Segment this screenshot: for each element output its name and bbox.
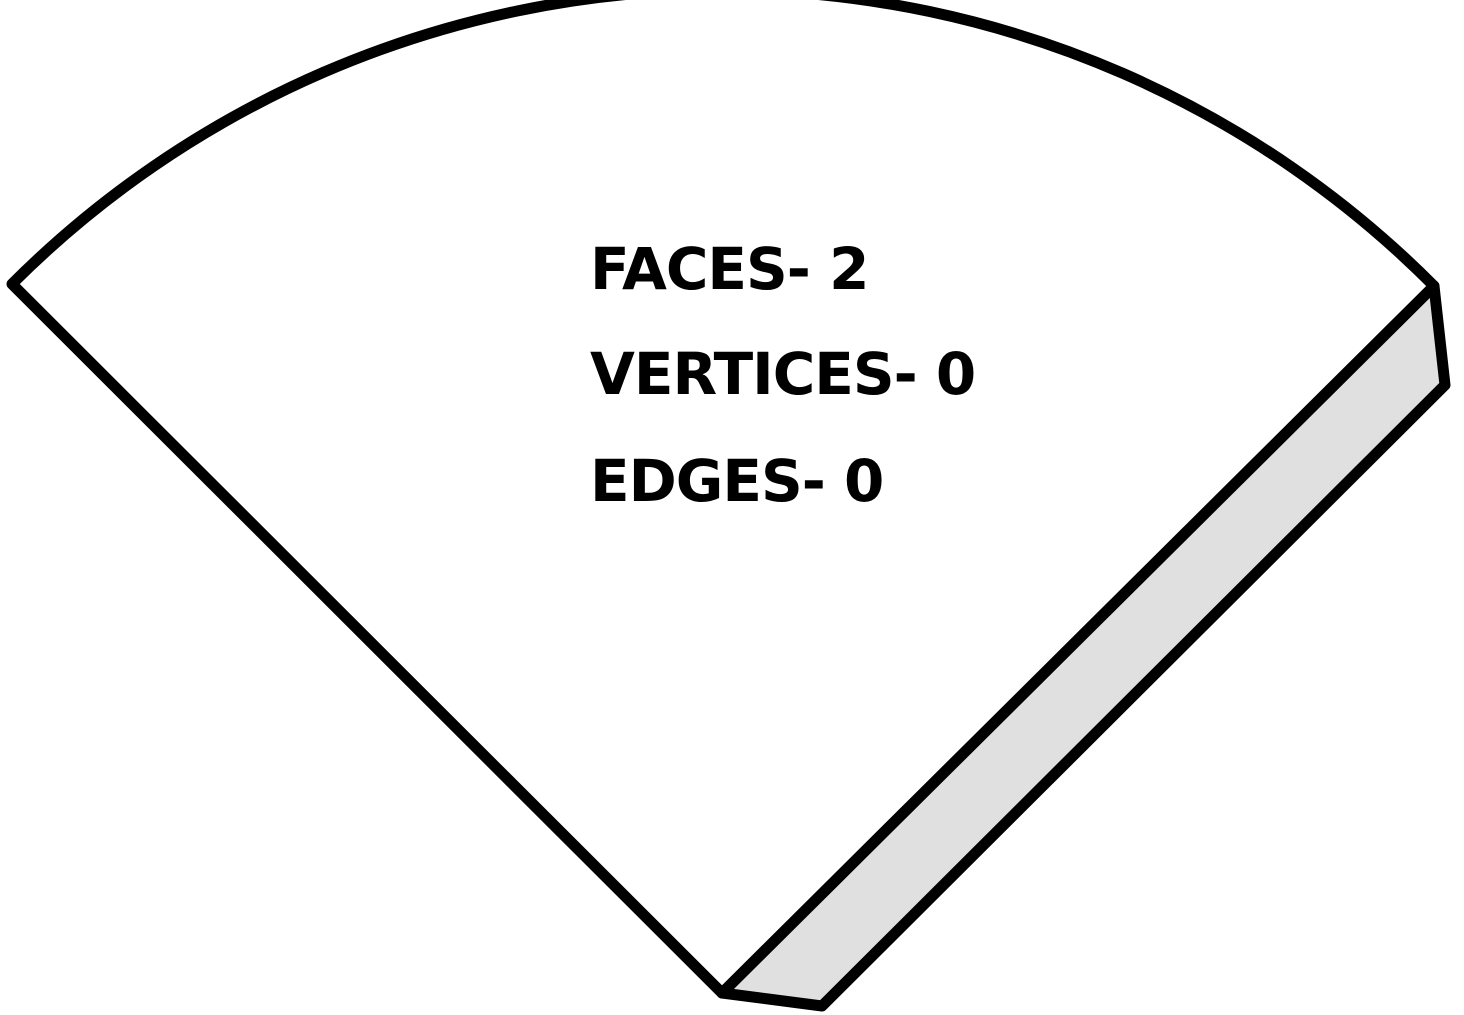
vertices-label: VERTICES- 0 [590, 340, 975, 408]
edges-label: EDGES- 0 [590, 447, 883, 515]
faces-label: FACES- 2 [590, 235, 868, 303]
